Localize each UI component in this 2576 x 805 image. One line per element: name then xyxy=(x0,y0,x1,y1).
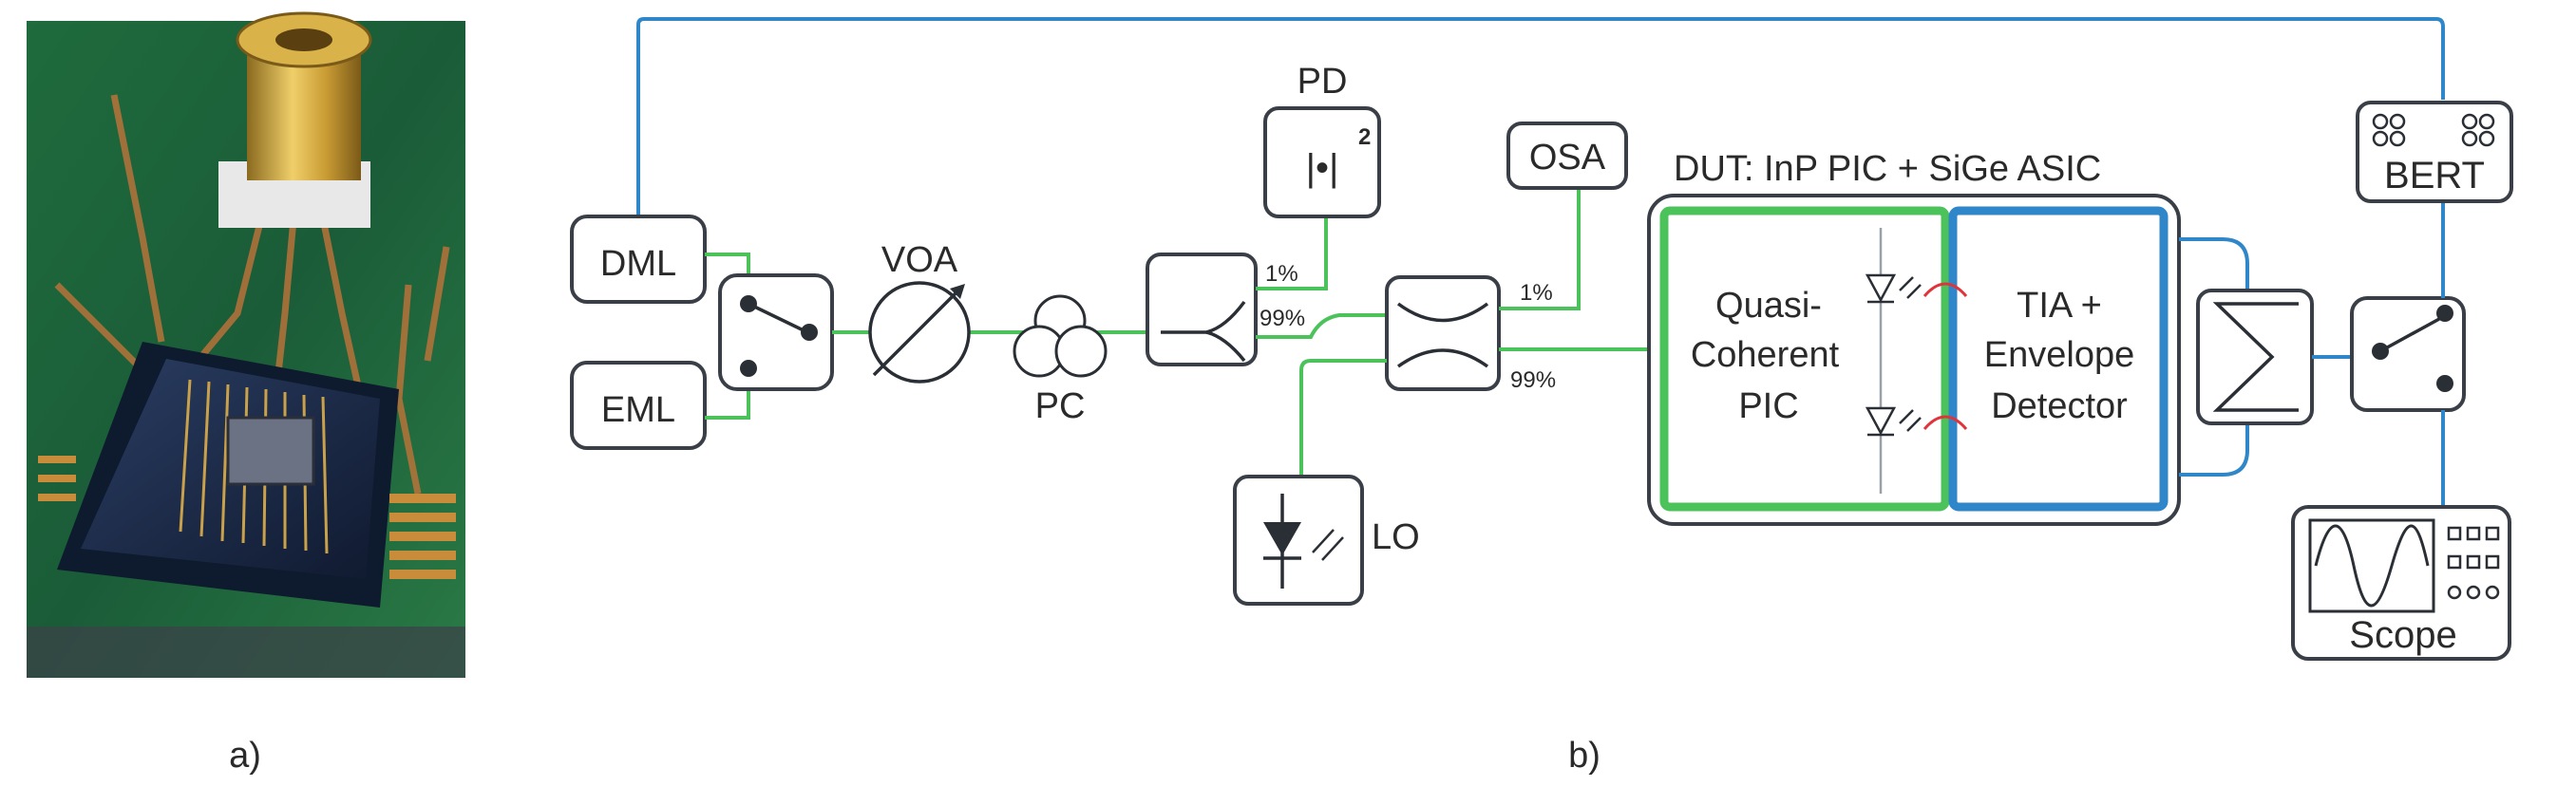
osa-box: OSA xyxy=(1506,122,1628,190)
polarization-controller: PC xyxy=(1013,294,1108,426)
coupler: 1% 99% xyxy=(1385,275,1556,393)
combiner-box xyxy=(2196,289,2314,425)
lo-label: LO xyxy=(1372,517,1420,557)
dml-box: DML xyxy=(570,215,707,304)
voa-label: VOA xyxy=(881,240,958,280)
panel-b-caption: b) xyxy=(1568,736,1601,776)
electrical-loop-line xyxy=(636,17,2445,216)
lo-fiber xyxy=(1299,359,1387,477)
eml-box: EML xyxy=(570,361,707,450)
pd-label: PD xyxy=(1297,62,1348,102)
asic-line-1: TIA + xyxy=(2017,286,2102,326)
photo-module xyxy=(27,11,465,678)
pic-line-2: Coherent xyxy=(1691,335,1840,375)
photodiode-icon xyxy=(1865,228,1922,494)
voa: VOA xyxy=(868,240,971,384)
tap-splitter: 1% 99% xyxy=(1146,253,1305,366)
asic-line-3: Detector xyxy=(1991,386,2128,426)
bert-box: BERT xyxy=(2356,101,2513,203)
eml-label: EML xyxy=(601,390,675,430)
pic-line-3: PIC xyxy=(1738,386,1798,426)
electrical-switch xyxy=(2350,296,2466,412)
coupler-tap-ratio: 1% xyxy=(1520,280,1553,306)
dut-module: DUT: InP PIC + SiGe ASIC Quasi- Coherent… xyxy=(1647,149,2181,526)
splitter-tap-ratio: 1% xyxy=(1265,261,1298,287)
scope-buttons-icon xyxy=(2447,526,2500,600)
bert-port-icons xyxy=(2372,113,2495,147)
lo-laser-box: LO xyxy=(1233,475,1420,606)
fiber-to-pd xyxy=(1256,216,1328,290)
fiber-to-osa xyxy=(1499,188,1581,310)
scope-box: Scope xyxy=(2291,505,2511,661)
dut-title: DUT: InP PIC + SiGe ASIC xyxy=(1674,149,2101,189)
waveform-icon xyxy=(2314,524,2430,608)
panel-a-caption: a) xyxy=(229,736,261,776)
pd-exponent: 2 xyxy=(1358,124,1371,150)
osa-label: OSA xyxy=(1529,138,1606,178)
photodiode-box: |•| 2 PD xyxy=(1263,62,1381,218)
coupler-through-ratio: 99% xyxy=(1510,367,1556,393)
dut-output-bottom xyxy=(2179,423,2249,477)
optical-switch xyxy=(718,273,834,391)
bert-label: BERT xyxy=(2384,155,2485,197)
splitter-through-ratio: 99% xyxy=(1260,306,1305,331)
dut-output-top xyxy=(2179,237,2249,290)
setup-diagram: DML EML VOA PC xyxy=(570,17,2513,661)
dml-label: DML xyxy=(600,244,676,284)
fiber-to-coupler xyxy=(1256,313,1387,339)
asic-block xyxy=(1948,206,2169,512)
scope-label: Scope xyxy=(2349,614,2456,656)
pic-line-1: Quasi- xyxy=(1715,286,1822,326)
pd-symbol: |•| xyxy=(1306,147,1339,189)
asic-line-2: Envelope xyxy=(1984,335,2134,375)
pc-label: PC xyxy=(1035,386,1086,426)
